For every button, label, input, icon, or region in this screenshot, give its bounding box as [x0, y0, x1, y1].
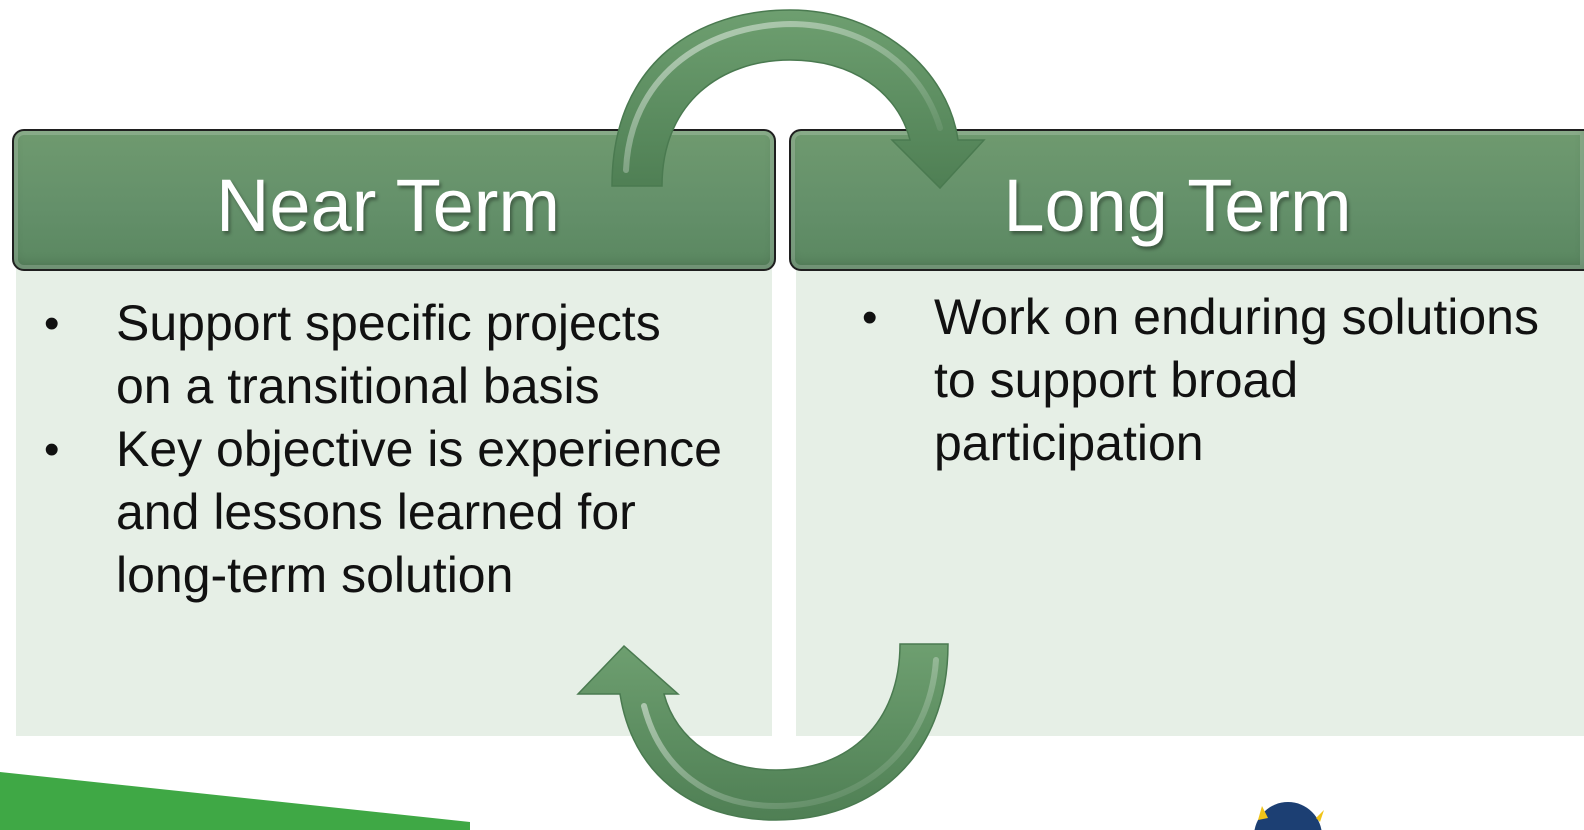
- long-term-title: Long Term: [1003, 163, 1352, 247]
- near-term-header: Near Term: [12, 129, 776, 271]
- long-term-header: Long Term: [789, 129, 1584, 271]
- list-item: • Work on enduring solutions to support …: [858, 286, 1578, 475]
- near-term-title: Near Term: [215, 163, 561, 247]
- globe-logo-icon: [1254, 802, 1324, 830]
- bullet-icon: •: [44, 425, 60, 474]
- bullet-icon: •: [862, 293, 878, 342]
- bullet-text: Support specific projects on a transitio…: [116, 295, 661, 414]
- green-swoosh: [0, 772, 470, 830]
- near-term-bullets: • Support specific projects on a transit…: [40, 292, 730, 607]
- list-item: • Key objective is experience and lesson…: [40, 418, 730, 607]
- bullet-text: Work on enduring solutions to support br…: [934, 289, 1539, 471]
- bullet-text: Key objective is experience and lessons …: [116, 421, 722, 603]
- bullet-icon: •: [44, 299, 60, 348]
- list-item: • Support specific projects on a transit…: [40, 292, 730, 418]
- long-term-bullets: • Work on enduring solutions to support …: [858, 286, 1578, 475]
